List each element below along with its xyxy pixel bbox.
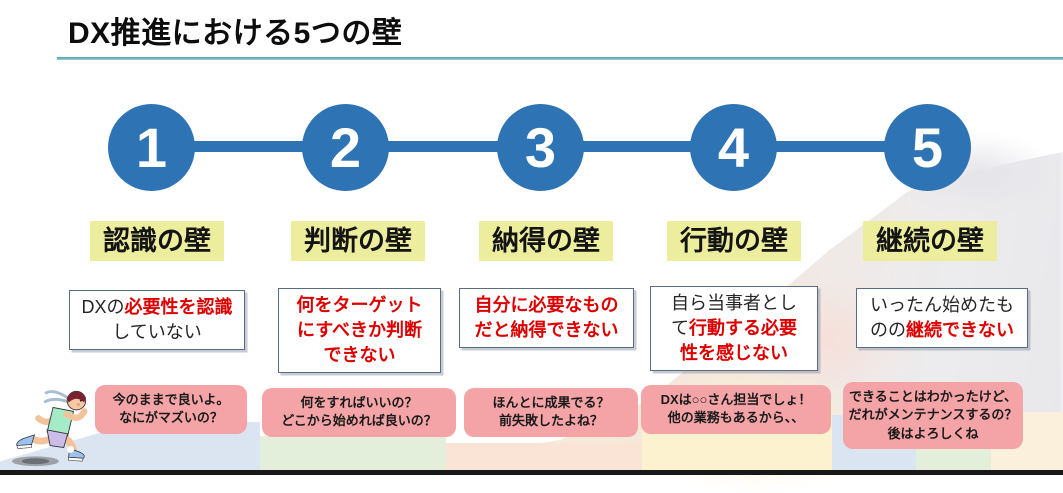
plain-text: DXの (81, 297, 125, 317)
bottom-black-bar (0, 470, 1063, 475)
wall-description-box-4: 自ら当事者とし て行動する必要 性を感じない (650, 286, 818, 371)
step-circle-1: 1 (108, 104, 195, 191)
emphasis-red-text: 必要性を認識 (124, 297, 233, 317)
wall-description-box-1: DXの必要性を認識 していない (69, 290, 245, 350)
wall-label-recognition: 認識の壁 (90, 221, 224, 261)
wall-label-conviction: 納得の壁 (479, 221, 613, 261)
emphasis-red-text: 何をターゲット にすべきか判断 できない (296, 295, 423, 365)
background-step-peach (446, 443, 642, 473)
page-title: DX推進における5つの壁 (68, 17, 403, 50)
emphasis-red-text: 自分に必要なもの だと納得できない (474, 295, 619, 340)
step-circle-3: 3 (497, 104, 584, 191)
wall-description-box-3: 自分に必要なもの だと納得できない (459, 288, 634, 348)
step-number: 2 (329, 115, 362, 179)
step-number: 4 (717, 115, 750, 179)
step-number: 5 (911, 115, 944, 179)
step-circle-2: 2 (302, 104, 389, 191)
comment-bubble-3: ほんとに成果でる？ 前失敗したよね？ (464, 388, 638, 437)
background-step-green (260, 436, 446, 473)
title-underline (57, 57, 1063, 60)
comment-bubble-1: 今のままで良いよ。 なにがマズいの？ (95, 385, 247, 434)
plain-text: いったん始めたも のの (870, 295, 1014, 340)
step-circle-4: 4 (690, 104, 777, 191)
step-number: 3 (524, 115, 557, 179)
wall-label-action: 行動の壁 (667, 221, 801, 261)
plain-text: していない (112, 322, 202, 342)
wall-description-box-2: 何をターゲット にすべきか判断 できない (278, 288, 441, 373)
comment-bubble-5: できることはわかったけど、 だれがメンテナンスするの？ 後はよろしくね (843, 382, 1023, 450)
emphasis-red-text: 継続できない (906, 320, 1014, 340)
wall-label-judgment: 判断の壁 (291, 221, 425, 261)
comment-bubble-2: 何をすればいいの？ どこから始めれば良いの？ (262, 388, 456, 437)
step-circle-5: 5 (884, 104, 971, 191)
plain-text: 自ら当事者とし て (671, 293, 797, 338)
emphasis-red-text: 行動する必要 性を感じない (680, 318, 797, 363)
wall-label-continuation: 継続の壁 (863, 221, 997, 261)
comment-bubble-4: DXは○○さん担当でしょ！ 他の業務もあるから、、 (641, 385, 831, 434)
wall-description-box-5: いったん始めたも のの継続できない (856, 288, 1028, 348)
runner-illustration (11, 390, 88, 467)
step-number: 1 (135, 115, 168, 179)
